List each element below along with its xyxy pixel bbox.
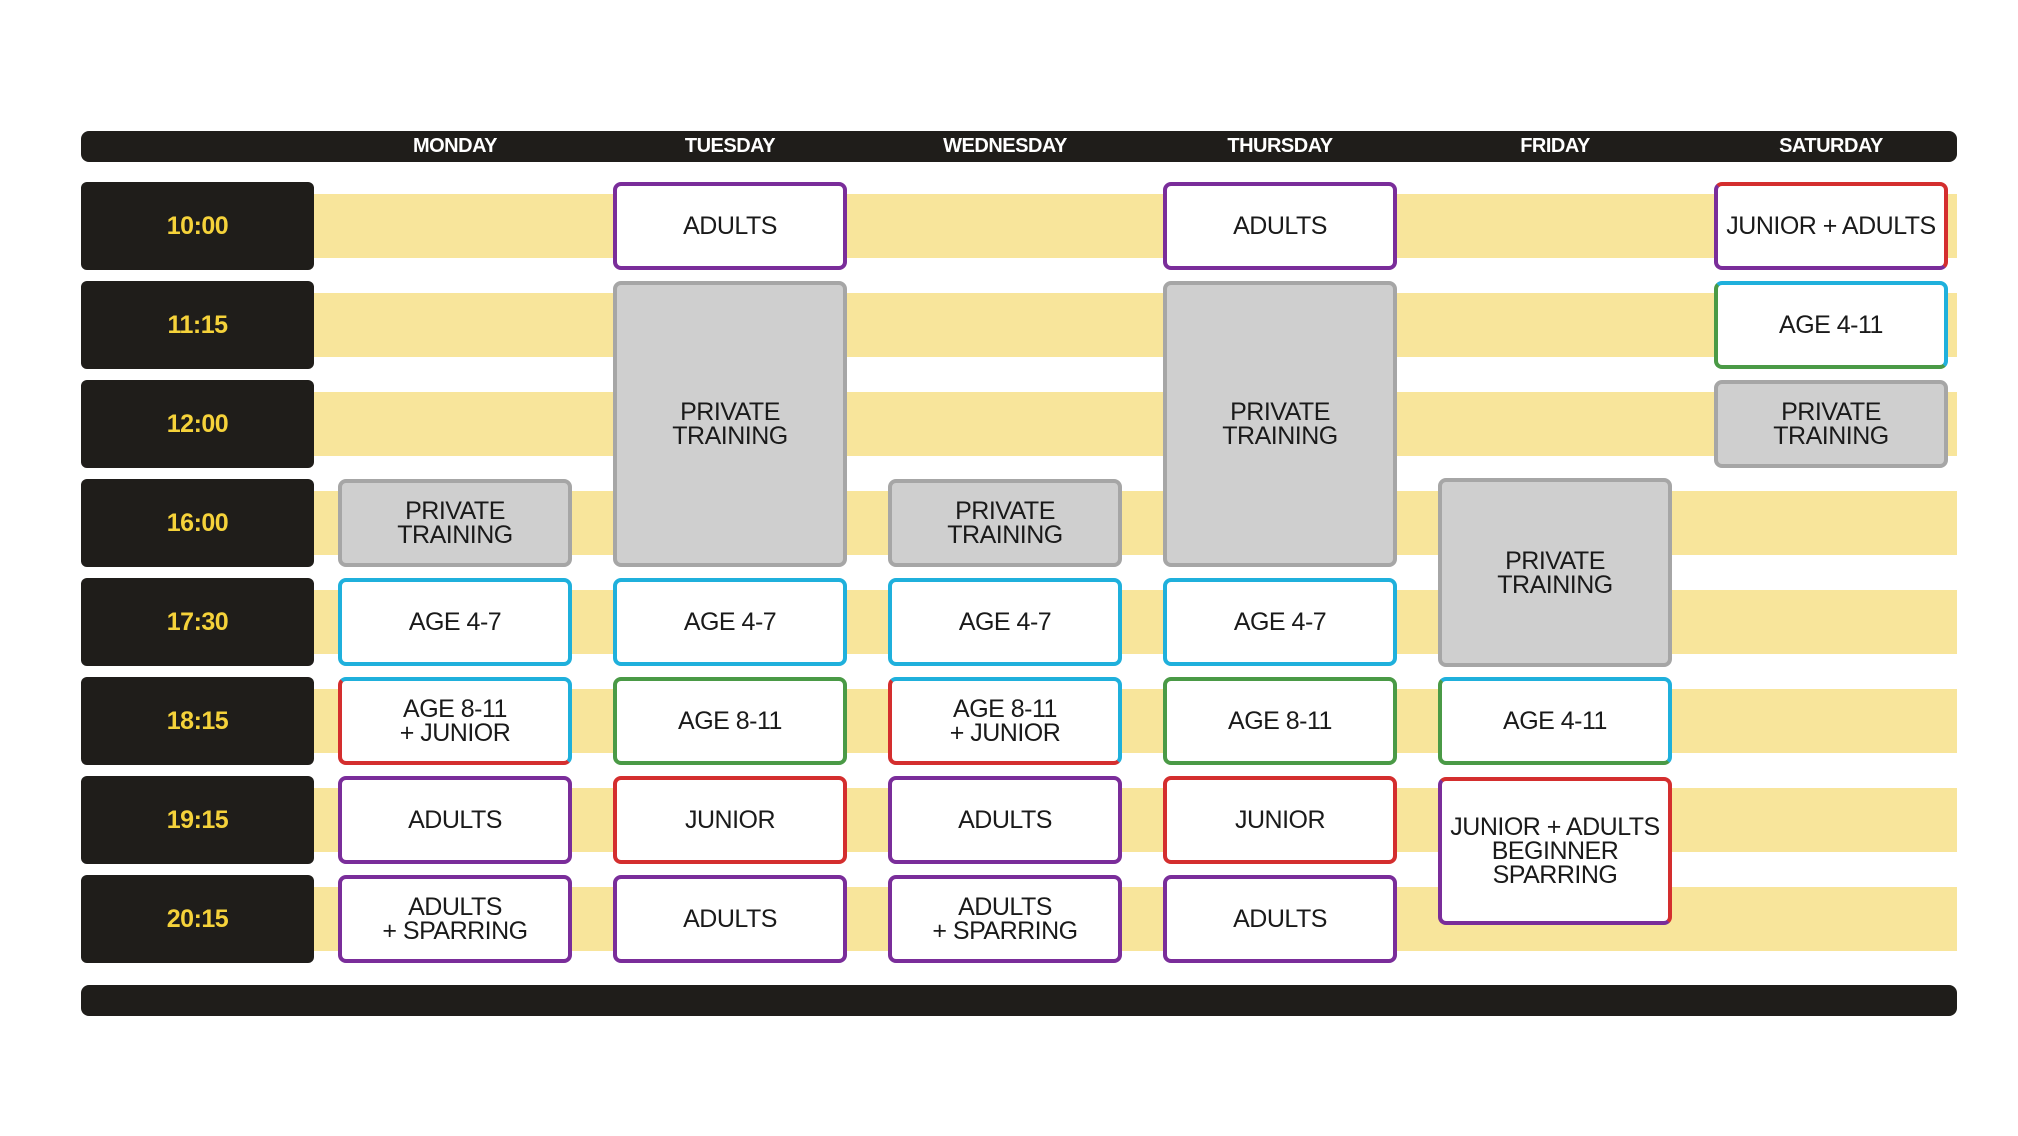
day-header-wednesday: WEDNESDAY (943, 135, 1067, 157)
class-block-age-8-11-junior[interactable]: AGE 8-11 + JUNIOR (888, 677, 1122, 765)
class-block-junior-adults[interactable]: JUNIOR + ADULTS (1714, 182, 1948, 270)
class-block-private-training[interactable]: PRIVATE TRAINING (1438, 478, 1672, 667)
time-label: 18:15 (81, 677, 314, 765)
row-stripe (312, 887, 1957, 951)
class-block-private-training[interactable]: PRIVATE TRAINING (338, 479, 572, 567)
row-stripe (312, 590, 1957, 654)
row-stripe (312, 491, 1957, 555)
class-block-adults[interactable]: ADULTS (613, 182, 847, 270)
time-label: 16:00 (81, 479, 314, 567)
row-stripe (312, 194, 1957, 258)
class-block-adults[interactable]: ADULTS (613, 875, 847, 963)
class-block-adults-sparring[interactable]: ADULTS + SPARRING (338, 875, 572, 963)
time-label: 10:00 (81, 182, 314, 270)
schedule-header-bar (81, 131, 1957, 162)
class-block-age-4-7[interactable]: AGE 4-7 (888, 578, 1122, 666)
class-block-adults[interactable]: ADULTS (338, 776, 572, 864)
schedule-footer-bar (81, 985, 1957, 1016)
time-label: 12:00 (81, 380, 314, 468)
class-block-age-4-7[interactable]: AGE 4-7 (1163, 578, 1397, 666)
class-block-junior-adults-beginner-sparring[interactable]: JUNIOR + ADULTS BEGINNER SPARRING (1438, 777, 1672, 925)
class-block-private-training[interactable]: PRIVATE TRAINING (1163, 281, 1397, 567)
class-block-private-training[interactable]: PRIVATE TRAINING (1714, 380, 1948, 468)
class-block-private-training[interactable]: PRIVATE TRAINING (888, 479, 1122, 567)
row-stripe (312, 689, 1957, 753)
time-label: 19:15 (81, 776, 314, 864)
time-label: 11:15 (81, 281, 314, 369)
class-block-adults[interactable]: ADULTS (1163, 182, 1397, 270)
time-label: 17:30 (81, 578, 314, 666)
class-block-adults-sparring[interactable]: ADULTS + SPARRING (888, 875, 1122, 963)
class-block-age-8-11[interactable]: AGE 8-11 (613, 677, 847, 765)
class-block-age-8-11-junior[interactable]: AGE 8-11 + JUNIOR (338, 677, 572, 765)
class-block-age-8-11[interactable]: AGE 8-11 (1163, 677, 1397, 765)
class-block-adults[interactable]: ADULTS (888, 776, 1122, 864)
time-label: 20:15 (81, 875, 314, 963)
class-block-age-4-11[interactable]: AGE 4-11 (1438, 677, 1672, 765)
row-stripe (312, 293, 1957, 357)
row-stripe (312, 788, 1957, 852)
row-stripe (312, 392, 1957, 456)
class-block-age-4-11[interactable]: AGE 4-11 (1714, 281, 1948, 369)
day-header-tuesday: TUESDAY (684, 135, 776, 157)
day-header-thursday: THURSDAY (1227, 135, 1333, 157)
class-block-age-4-7[interactable]: AGE 4-7 (613, 578, 847, 666)
class-block-adults[interactable]: ADULTS (1163, 875, 1397, 963)
day-header-friday: FRIDAY (1520, 135, 1590, 157)
day-header-monday: MONDAY (412, 135, 498, 157)
class-block-junior[interactable]: JUNIOR (1163, 776, 1397, 864)
class-block-private-training[interactable]: PRIVATE TRAINING (613, 281, 847, 567)
class-block-junior[interactable]: JUNIOR (613, 776, 847, 864)
day-header-saturday: SATURDAY (1779, 135, 1883, 157)
class-block-age-4-7[interactable]: AGE 4-7 (338, 578, 572, 666)
